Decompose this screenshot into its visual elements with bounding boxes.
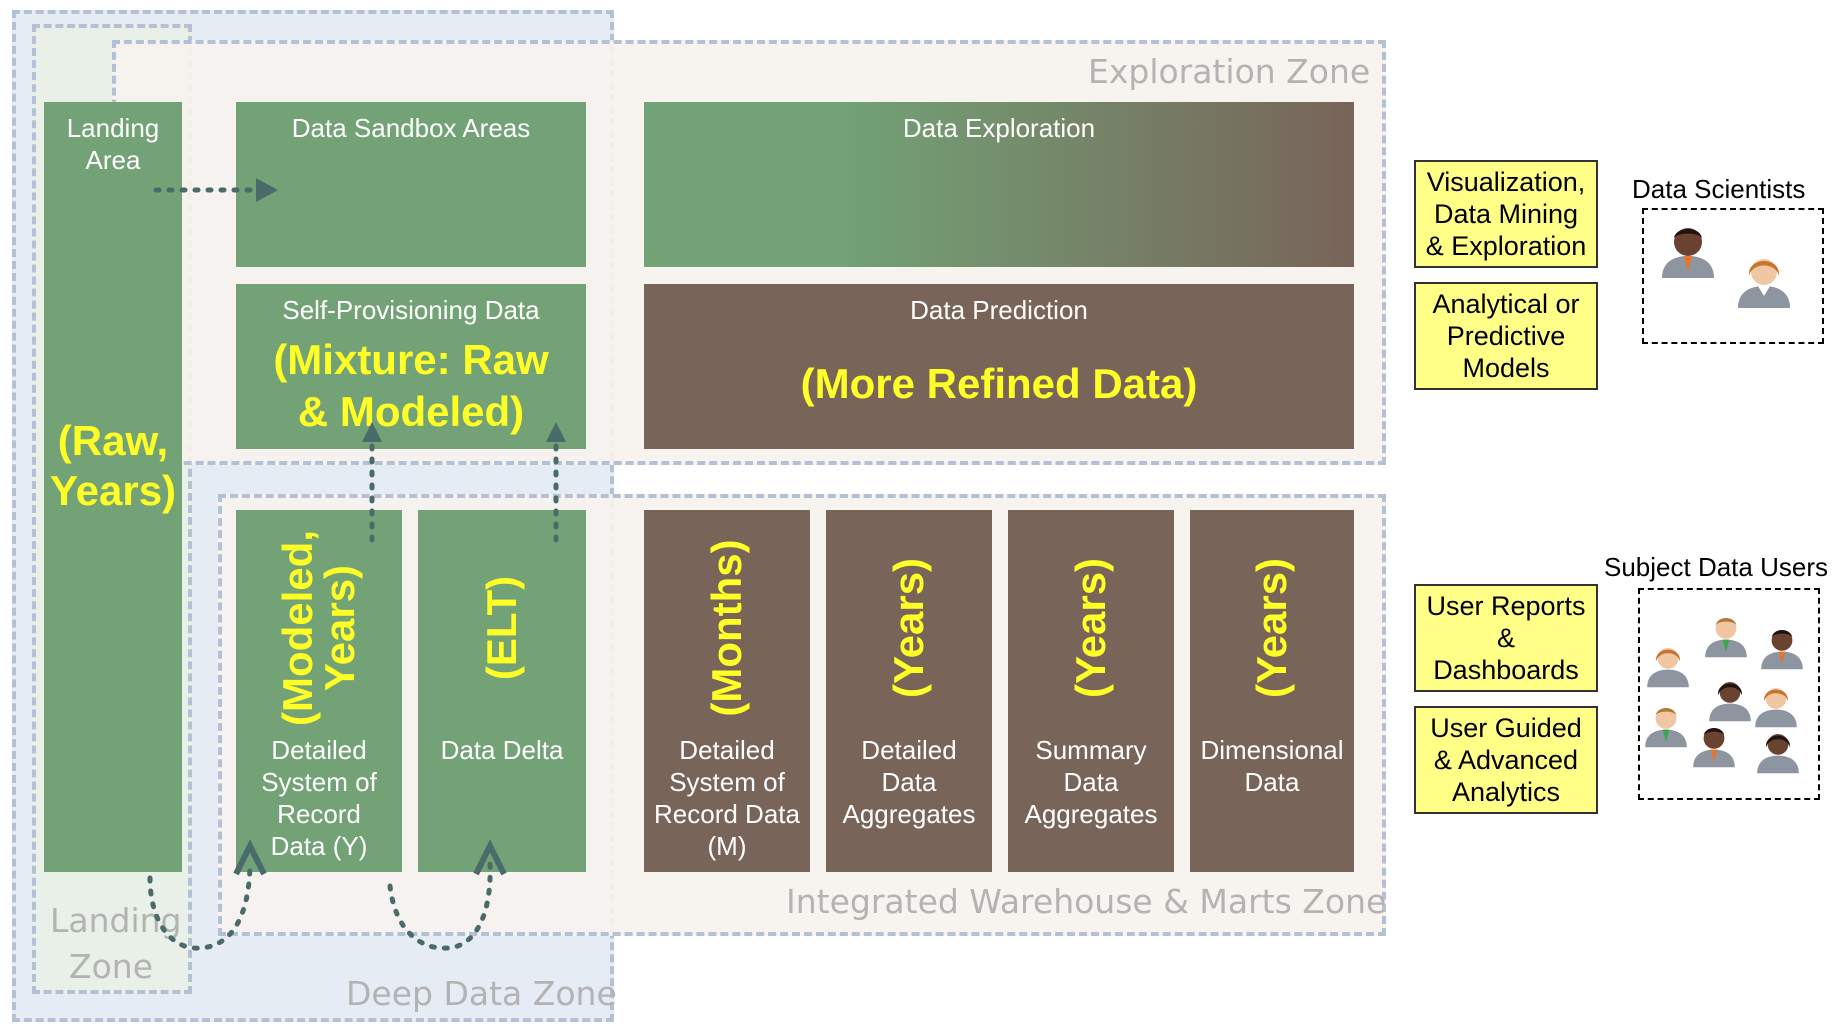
landing-area-box: Landing Area (Raw, Years) — [44, 102, 182, 872]
data-delta-box: (ELT) Data Delta — [418, 510, 586, 872]
data-exploration-title: Data Exploration — [902, 113, 1096, 143]
data-sandbox-title: Data Sandbox Areas — [291, 113, 531, 143]
data-scientists-avatars — [1662, 228, 1790, 308]
self-provisioning-title: Self-Provisioning Data — [282, 295, 540, 325]
person-icon — [1705, 618, 1747, 658]
person-icon — [1757, 734, 1799, 774]
landing-area-title: Landing Area — [66, 113, 160, 175]
person-icon — [1738, 259, 1790, 308]
detailed-aggregates-box: (Years) Detailed Data Aggregates — [826, 510, 992, 872]
data-scientists-label: Data Scientists — [1632, 174, 1806, 204]
deep-zone-label: Deep Data Zone — [346, 974, 617, 1013]
arrow-landing-to-sor — [147, 859, 253, 951]
data-sandbox-box: Data Sandbox Areas — [236, 102, 586, 267]
person-icon — [1709, 682, 1751, 722]
callout-user-guided: User Guided & Advanced Analytics — [1414, 706, 1598, 814]
dimensional-title: Dimensional Data — [1200, 735, 1344, 797]
callout-user-reports-text: User Reports & Dashboards — [1426, 591, 1586, 685]
detailed-sor-y-box: (Modeled, Years) Detailed System of Reco… — [236, 510, 402, 872]
arrow-sor-to-delta-head — [473, 839, 507, 876]
data-prediction-title: Data Prediction — [910, 295, 1088, 325]
arrow-landing-to-sandbox-head — [256, 178, 278, 202]
person-icon — [1645, 708, 1687, 748]
exploration-zone-label: Exploration Zone — [1088, 52, 1371, 91]
person-icon — [1662, 228, 1714, 278]
self-provisioning-sub: (Mixture: Raw & Modeled) — [273, 336, 549, 435]
subject-data-users-label: Subject Data Users — [1604, 552, 1828, 582]
callout-visualization: Visualization, Data Mining & Exploration — [1414, 160, 1598, 268]
arrow-delta-to-selfprov-head — [546, 422, 566, 442]
landing-area-sub: (Raw, Years) — [49, 417, 177, 514]
person-icon — [1755, 688, 1797, 728]
data-prediction-box: Data Prediction (More Refined Data) — [644, 284, 1354, 449]
integrated-zone-label: Integrated Warehouse & Marts Zone — [786, 882, 1387, 921]
data-scientists-box — [1642, 208, 1824, 344]
summary-aggregates-title: Summary Data Aggregates — [1024, 735, 1158, 829]
arrow-landing-to-sor-head — [233, 839, 267, 876]
callout-visualization-text: Visualization, Data Mining & Exploration — [1425, 167, 1587, 261]
self-provisioning-box: Self-Provisioning Data (Mixture: Raw & M… — [236, 284, 586, 449]
person-icon — [1693, 728, 1735, 768]
callout-analytical: Analytical or Predictive Models — [1414, 282, 1598, 390]
callout-analytical-text: Analytical or Predictive Models — [1432, 289, 1580, 383]
arrow-sor-to-selfprov-head — [362, 422, 382, 442]
callout-user-reports: User Reports & Dashboards — [1414, 584, 1598, 692]
person-icon — [1761, 630, 1803, 670]
subject-data-users-box — [1638, 588, 1820, 800]
data-prediction-sub: (More Refined Data) — [800, 360, 1198, 407]
data-delta-title: Data Delta — [440, 735, 564, 765]
data-exploration-box: Data Exploration — [644, 102, 1354, 267]
detailed-aggregates-title: Detailed Data Aggregates — [842, 735, 976, 829]
arrow-sor-to-delta — [387, 859, 493, 951]
person-icon — [1647, 648, 1689, 688]
summary-aggregates-box: (Years) Summary Data Aggregates — [1008, 510, 1174, 872]
subject-users-avatars — [1645, 618, 1803, 774]
callout-user-guided-text: User Guided & Advanced Analytics — [1430, 713, 1582, 807]
dimensional-box: (Years) Dimensional Data — [1190, 510, 1354, 872]
detailed-sor-m-box: (Months) Detailed System of Record Data … — [644, 510, 810, 872]
detailed-sor-m-title: Detailed System of Record Data (M) — [654, 735, 800, 861]
detailed-sor-y-title: Detailed System of Record Data (Y) — [261, 735, 377, 861]
